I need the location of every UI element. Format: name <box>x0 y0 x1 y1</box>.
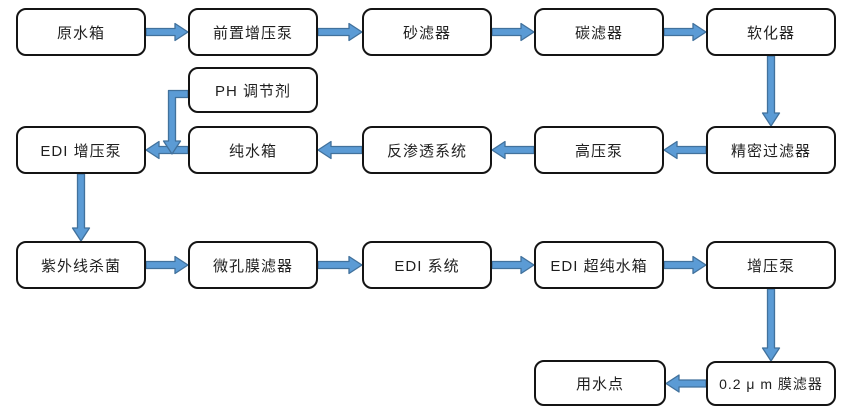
flow-arrow <box>317 22 363 42</box>
node-softener: 软化器 <box>706 8 836 56</box>
node-micro-membrane-filter: 微孔膜滤器 <box>188 241 318 289</box>
node-edi-system: EDI 系统 <box>362 241 492 289</box>
node-label: 用水点 <box>575 375 624 393</box>
flow-arrow <box>145 140 189 160</box>
flow-arrow <box>491 22 535 42</box>
node-label: 微孔膜滤器 <box>212 257 293 275</box>
node-label: 紫外线杀菌 <box>40 257 121 275</box>
node-edi-booster-pump: EDI 增压泵 <box>16 126 146 174</box>
flow-arrow <box>491 140 535 160</box>
flow-arrow <box>663 140 707 160</box>
flow-arrow <box>162 89 189 155</box>
node-02um-membrane-filter: 0.2 μ m 膜滤器 <box>706 361 836 406</box>
node-label: 精密过滤器 <box>730 142 811 160</box>
node-label: EDI 系统 <box>394 257 460 275</box>
flow-arrow <box>491 255 535 275</box>
flow-arrow <box>145 255 189 275</box>
flow-arrow <box>663 255 707 275</box>
flow-arrow <box>317 140 363 160</box>
node-label: EDI 增压泵 <box>40 142 122 160</box>
node-pre-booster-pump: 前置增压泵 <box>188 8 318 56</box>
node-pure-water-tank: 纯水箱 <box>188 126 318 174</box>
node-label: PH 调节剂 <box>214 82 291 100</box>
node-label: 碳滤器 <box>574 24 623 42</box>
node-carbon-filter: 碳滤器 <box>534 8 664 56</box>
node-water-use-point: 用水点 <box>534 360 666 406</box>
node-label: 高压泵 <box>574 142 623 160</box>
node-label: 软化器 <box>746 24 795 42</box>
flow-arrow <box>663 22 707 42</box>
node-label: EDI 超纯水箱 <box>550 257 648 275</box>
node-booster-pump: 增压泵 <box>706 241 836 289</box>
node-ro-system: 反渗透系统 <box>362 126 492 174</box>
flow-arrow <box>317 255 363 275</box>
node-raw-water-tank: 原水箱 <box>16 8 146 56</box>
flow-arrow <box>71 173 91 242</box>
flow-arrow <box>665 374 707 393</box>
flow-arrow <box>145 22 189 42</box>
flow-arrow <box>761 55 781 127</box>
node-label: 砂滤器 <box>402 24 451 42</box>
node-high-pressure-pump: 高压泵 <box>534 126 664 174</box>
node-label: 0.2 μ m 膜滤器 <box>719 375 823 392</box>
node-edi-ultrapure-tank: EDI 超纯水箱 <box>534 241 664 289</box>
node-precision-filter: 精密过滤器 <box>706 126 836 174</box>
node-label: 纯水箱 <box>228 142 277 160</box>
node-label: 反渗透系统 <box>386 142 467 160</box>
node-sand-filter: 砂滤器 <box>362 8 492 56</box>
node-label: 增压泵 <box>746 257 795 275</box>
node-uv-sterilizer: 紫外线杀菌 <box>16 241 146 289</box>
flow-arrow <box>761 288 781 362</box>
node-label: 前置增压泵 <box>212 24 293 42</box>
node-ph-adjuster: PH 调节剂 <box>188 67 318 113</box>
node-label: 原水箱 <box>56 24 105 42</box>
